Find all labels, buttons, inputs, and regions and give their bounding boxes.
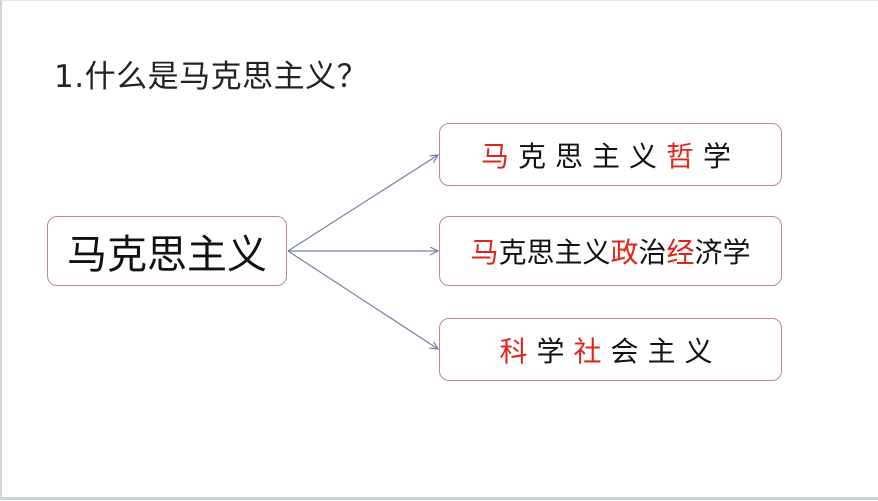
segment: 社 <box>573 334 611 368</box>
segment: 克思主义 <box>498 236 611 269</box>
segment: 学 <box>536 334 574 368</box>
segment: 经 <box>666 236 695 269</box>
segment: 马 <box>470 236 499 269</box>
segment: 克思主义 <box>517 139 666 173</box>
segment: 马 <box>480 139 518 173</box>
root-node-label: 马克思主义 <box>67 232 267 278</box>
segment: 哲 <box>666 139 704 173</box>
branch-node-political-economy: 马克思主义政治经济学 <box>439 216 782 286</box>
segment: 济学 <box>694 236 751 269</box>
slide-title: 1.什么是马克思主义？ <box>54 59 369 95</box>
segment: 政 <box>610 236 639 269</box>
root-node-marxism: 马克思主义 <box>47 216 287 286</box>
branch-node-philosophy: 马克思主义哲学 <box>439 123 782 186</box>
segment: 会主义 <box>610 334 722 368</box>
segment: 科 <box>499 334 537 368</box>
arrow-to-philosophy <box>287 155 438 252</box>
arrow-to-scientific-socialism <box>287 250 438 349</box>
segment: 治 <box>638 236 667 269</box>
branch-node-scientific-socialism: 科学社会主义 <box>439 318 782 381</box>
segment: 学 <box>703 139 741 173</box>
